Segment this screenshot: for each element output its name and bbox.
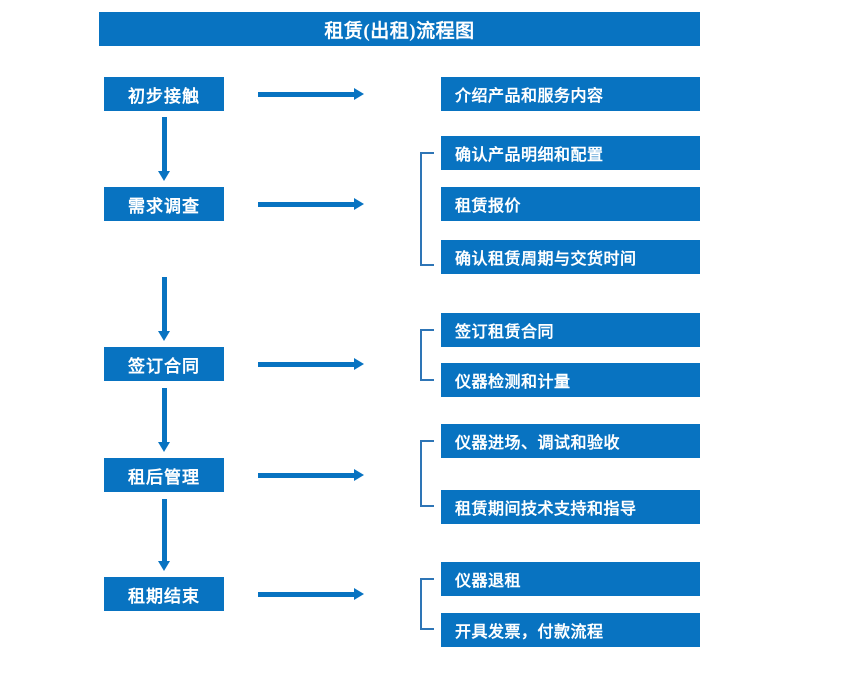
bracket-group-requirements [420, 152, 434, 266]
arrow-contract-to-details [258, 358, 364, 370]
arrow-after-rental-to-rental-end [158, 499, 171, 571]
stage-box-first-contact[interactable]: 初步接触 [104, 77, 224, 111]
detail-box-invoice-payment-process[interactable]: 开具发票，付款流程 [441, 613, 700, 647]
detail-box-instrument-entry-debug-acceptance[interactable]: 仪器进场、调试和验收 [441, 424, 700, 458]
arrow-rental-end-to-details [258, 588, 364, 600]
detail-box-technical-support-during-rental[interactable]: 租赁期间技术支持和指导 [441, 490, 700, 524]
bracket-group-contract [420, 329, 434, 381]
detail-box-confirm-rental-period-delivery[interactable]: 确认租赁周期与交货时间 [441, 240, 700, 274]
detail-box-rental-quotation[interactable]: 租赁报价 [441, 187, 700, 221]
detail-box-sign-rental-contract[interactable]: 签订租赁合同 [441, 313, 700, 347]
detail-box-instrument-inspection-metering[interactable]: 仪器检测和计量 [441, 363, 700, 397]
arrow-requirements-to-contract [158, 277, 171, 341]
detail-box-introduce-products-services[interactable]: 介绍产品和服务内容 [441, 77, 700, 111]
stage-box-rental-end[interactable]: 租期结束 [104, 577, 224, 611]
arrow-first-contact-to-details [258, 88, 364, 100]
bracket-group-rental-end [420, 578, 434, 630]
detail-box-confirm-product-details-config[interactable]: 确认产品明细和配置 [441, 136, 700, 170]
arrow-contract-to-after-rental [158, 388, 171, 452]
stage-box-requirements-survey[interactable]: 需求调查 [104, 187, 224, 221]
stage-box-sign-contract[interactable]: 签订合同 [104, 347, 224, 381]
page-title: 租赁(出租)流程图 [99, 12, 700, 46]
stage-box-after-rental-management[interactable]: 租后管理 [104, 458, 224, 492]
arrow-requirements-to-details [258, 198, 364, 210]
detail-box-instrument-return[interactable]: 仪器退租 [441, 562, 700, 596]
arrow-after-rental-to-details [258, 469, 364, 481]
bracket-group-after-rental [420, 440, 434, 507]
arrow-first-contact-to-requirements [158, 117, 171, 181]
